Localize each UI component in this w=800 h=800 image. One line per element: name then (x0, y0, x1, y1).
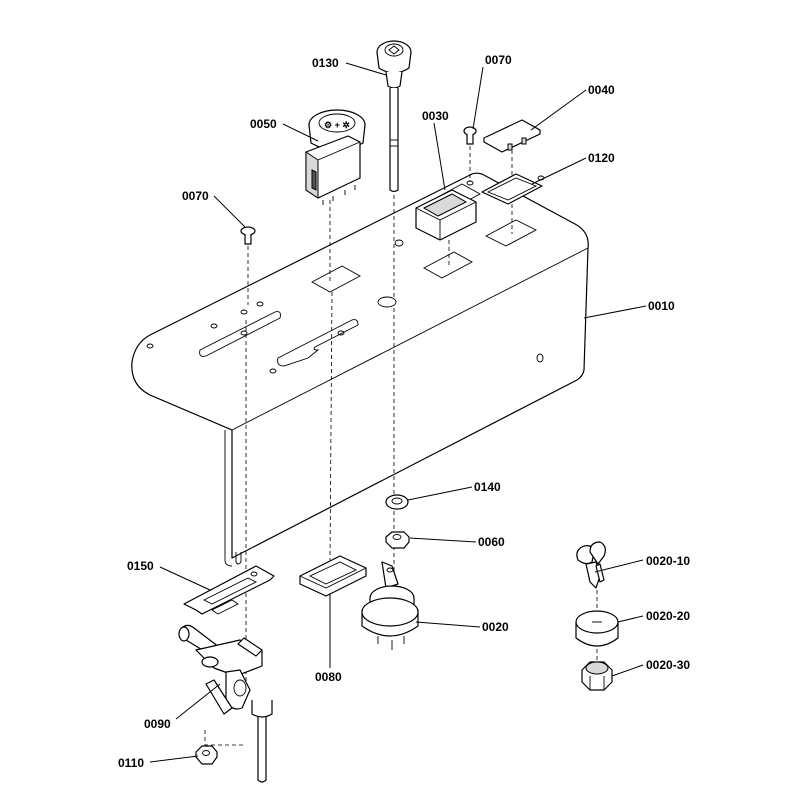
callout-0050: 0050 (250, 117, 277, 131)
callout-0010: 0010 (648, 299, 675, 313)
callout-0120: 0120 (588, 151, 615, 165)
choke-cable-knob (376, 40, 412, 193)
leader-lines (149, 62, 647, 763)
slotted-plate (183, 565, 275, 615)
ignition-switch (361, 561, 419, 650)
callout-0070-left: 0070 (182, 189, 209, 203)
bezel (299, 555, 367, 597)
callout-0110: 0110 (118, 756, 144, 770)
key-cap (575, 610, 619, 647)
callout-0040: 0040 (588, 83, 615, 97)
callout-0060: 0060 (478, 535, 505, 549)
gasket (481, 173, 543, 205)
screw-left (240, 226, 256, 245)
screw-top-right (463, 126, 477, 145)
lever-bracket (178, 624, 273, 783)
nut-bottom (195, 745, 218, 765)
callout-0080: 0080 (315, 670, 342, 684)
callout-0070-top: 0070 (485, 53, 512, 67)
callout-0130: 0130 (312, 56, 339, 70)
callout-0140: 0140 (474, 480, 501, 494)
control-panel-bracket (131, 172, 589, 567)
ignition-keys (576, 541, 606, 589)
callout-0020: 0020 (482, 620, 509, 634)
callout-0020-10: 0020-10 (646, 554, 690, 568)
callout-labels: 0130 0070 0040 0050 0030 0120 0070 0010 … (118, 53, 690, 770)
hour-meter (415, 189, 477, 241)
callout-0090: 0090 (144, 717, 171, 731)
hex-nut (385, 531, 410, 549)
callout-0020-20: 0020-20 (646, 609, 690, 623)
callout-0020-30: 0020-30 (646, 658, 690, 672)
cover-plate (483, 119, 541, 153)
callout-0030: 0030 (422, 109, 449, 123)
pto-switch: ⚙ + ✲ (305, 109, 366, 205)
switch-nut (581, 661, 613, 691)
svg-text:⚙ + ✲: ⚙ + ✲ (324, 120, 350, 130)
callout-0150: 0150 (127, 559, 154, 573)
lock-washer (385, 494, 409, 510)
assembly-lines (204, 146, 598, 746)
